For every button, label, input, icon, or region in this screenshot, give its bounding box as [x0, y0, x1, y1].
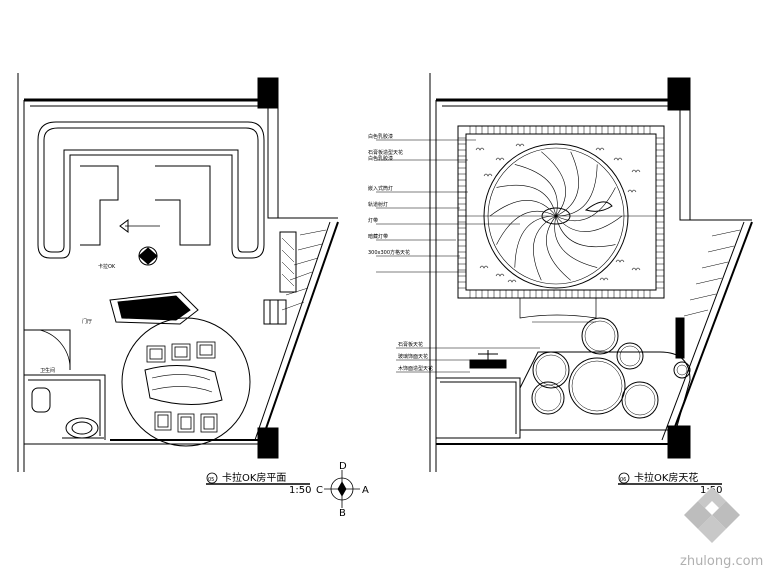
bird-motif [599, 277, 609, 281]
ceiling-light [581, 317, 619, 355]
ceiling-light [621, 381, 659, 419]
bird-motif [615, 259, 625, 263]
ceiling-note: 石膏板造型天花 [368, 149, 403, 156]
bird-motif [495, 157, 505, 161]
plan-left-badge: 05 [208, 477, 214, 483]
wall-panel [279, 231, 297, 293]
ceiling-light [673, 361, 691, 379]
ceiling-light [568, 357, 626, 415]
bird-motif [475, 147, 485, 151]
ceiling-note: 白色乳胶漆 [368, 133, 393, 140]
ceiling-light [532, 351, 570, 389]
room-tag-wc: 卫生间 [40, 367, 55, 374]
bird-motif [631, 267, 641, 271]
ceiling-note: 暗藏灯带 [368, 233, 388, 240]
washbasin [65, 417, 99, 439]
ceiling-note: 白色乳胶漆 [368, 155, 393, 162]
chairs [146, 341, 218, 433]
ceiling-light [531, 381, 565, 415]
round-lounge [121, 317, 251, 447]
compass-west: C [316, 485, 323, 496]
ceiling-note: 木饰面造型天花 [398, 365, 433, 372]
ceiling-square [457, 125, 665, 299]
coffee-table-left [80, 165, 119, 246]
compass [324, 470, 360, 508]
ceiling-light [616, 342, 644, 370]
sofa-u [37, 121, 265, 259]
bird-motif [595, 147, 605, 151]
column [667, 77, 691, 111]
compass-east: A [362, 485, 369, 496]
leader-lines [376, 139, 596, 373]
ceiling-note: 灯带 [368, 217, 378, 224]
watermark-logo [684, 487, 740, 543]
floor-plan-left [17, 73, 339, 472]
bird-motif [507, 279, 517, 283]
ceiling-note: 石膏板天花 [398, 341, 423, 348]
bird-motif [631, 169, 641, 173]
bird-motif [515, 143, 525, 147]
ceiling-plan-right [429, 73, 753, 472]
ceiling-note: 300x300方格天花 [368, 249, 410, 256]
bird-motif [627, 189, 637, 193]
toilet [31, 387, 51, 413]
room-tag-karaoke: 卡拉OK [98, 263, 116, 270]
column [257, 427, 279, 459]
compass-north: D [339, 461, 347, 472]
watermark-text: zhulong.com [680, 554, 763, 569]
lighting-zone [519, 351, 691, 431]
bird-motif [479, 265, 489, 269]
plan-left-title: 卡拉OK房平面 [222, 471, 286, 484]
ceiling-note: 玻璃饰面天花 [398, 353, 428, 360]
plan-left-scale: 1:50 [289, 485, 311, 496]
room-tag-foyer: 门厅 [82, 318, 92, 325]
plan-right-title: 卡拉OK房天花 [634, 471, 698, 484]
bird-motif [613, 157, 623, 161]
column [667, 425, 691, 459]
bird-motif [483, 173, 493, 177]
compass-south: B [339, 508, 346, 519]
column [257, 77, 279, 109]
bird-motif [495, 273, 505, 277]
coffee-table-right [155, 165, 211, 246]
ceiling-note: 轨道射灯 [368, 201, 388, 208]
ceiling-note: 嵌入式筒灯 [368, 185, 393, 192]
table-oval [109, 291, 199, 325]
plan-right-badge: 06 [620, 477, 626, 483]
